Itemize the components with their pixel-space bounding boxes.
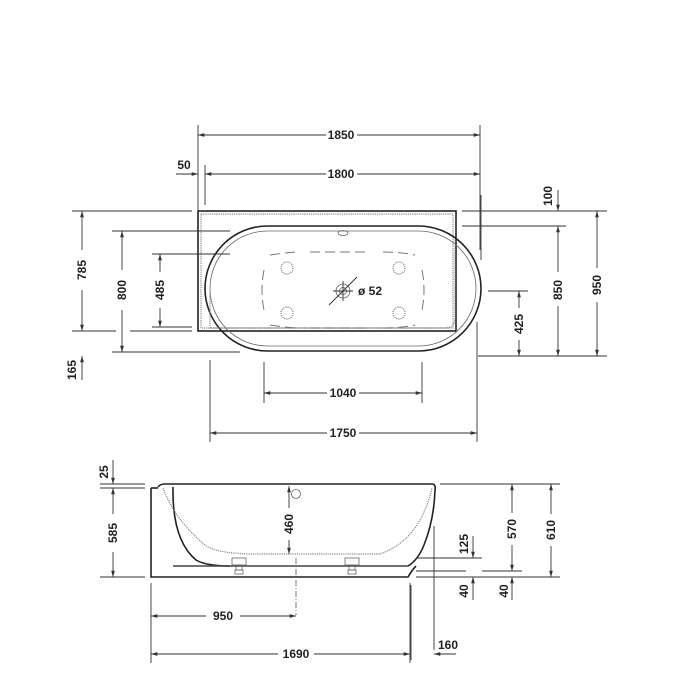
dim-inner-depth: 850 [551, 226, 565, 356]
svg-text:425: 425 [512, 314, 526, 334]
svg-text:1690: 1690 [283, 647, 310, 661]
svg-text:ø 52: ø 52 [358, 284, 382, 298]
svg-text:610: 610 [544, 520, 558, 540]
svg-text:950: 950 [590, 275, 604, 295]
svg-text:25: 25 [97, 465, 111, 479]
dim-base-width: 1750 [210, 426, 477, 440]
side-view: 25 585 460 125 40 4 [97, 460, 560, 663]
svg-text:165: 165 [65, 360, 79, 380]
overflow-icon [337, 230, 349, 236]
dim-base-offset: 40 40 [457, 577, 514, 600]
svg-text:585: 585 [106, 523, 120, 543]
dim-water-depth: 460 [282, 486, 296, 554]
dim-seat-depth: 485 [153, 254, 167, 327]
dim-overall-depth: 950 [590, 211, 604, 356]
dim-total-height: 610 [544, 484, 558, 577]
svg-text:570: 570 [505, 519, 519, 539]
svg-text:850: 850 [551, 280, 565, 300]
dim-drain-position: 950 [151, 609, 296, 623]
dim-bottom-offset: 165 [65, 356, 84, 380]
svg-text:785: 785 [75, 260, 89, 280]
svg-text:1800: 1800 [328, 167, 355, 181]
svg-text:40: 40 [457, 584, 471, 598]
dim-foot-height: 125 [457, 534, 475, 558]
dim-rim-offset: 25 [97, 460, 115, 484]
svg-text:1040: 1040 [330, 386, 357, 400]
dim-length: 1690 [151, 647, 410, 661]
svg-text:1750: 1750 [330, 426, 357, 440]
dim-left-inner: 800 [115, 231, 129, 352]
svg-text:800: 800 [115, 280, 129, 300]
svg-text:460: 460 [282, 514, 296, 534]
tub-rim [204, 225, 482, 352]
feet [231, 557, 360, 575]
jet-icons [280, 261, 406, 320]
svg-text:950: 950 [213, 609, 233, 623]
dim-overall-width: 1850 [198, 128, 480, 142]
overflow-icon [291, 489, 301, 499]
dim-inner-width: 1040 [264, 386, 422, 400]
dim-right-offset: 160 [434, 638, 458, 656]
dim-top-offset: 100 [541, 186, 560, 211]
svg-text:40: 40 [497, 584, 511, 598]
dim-total-height-inner: 570 [505, 484, 519, 571]
svg-text:1850: 1850 [328, 128, 355, 142]
svg-text:125: 125 [457, 534, 471, 554]
svg-text:100: 100 [541, 186, 555, 206]
svg-text:485: 485 [153, 280, 167, 300]
dim-left-height: 785 [75, 211, 89, 331]
back-panel [197, 210, 457, 332]
svg-text:160: 160 [438, 638, 458, 652]
dim-left-offset: 50 [176, 158, 198, 176]
dim-center-height: 425 [512, 291, 526, 356]
dim-left-height: 585 [106, 488, 120, 577]
top-view: 1850 1800 50 [65, 125, 607, 442]
dim-panel-width: 1800 [205, 167, 480, 181]
drain-icon: ø 52 [328, 276, 382, 306]
svg-text:50: 50 [177, 158, 191, 172]
